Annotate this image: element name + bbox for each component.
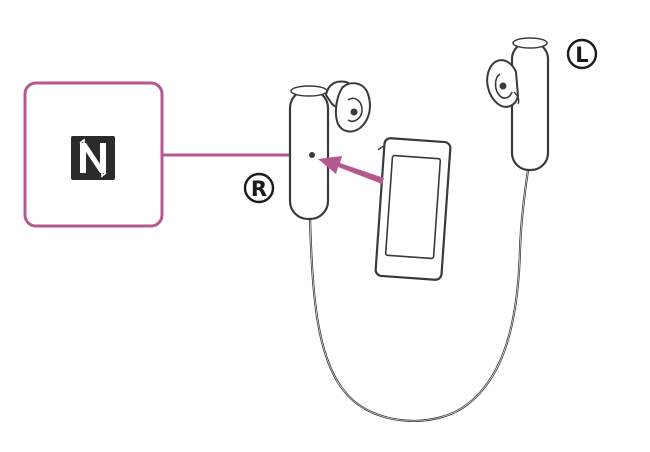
- right-side-label-text: R: [251, 177, 267, 201]
- touch-arrow: [318, 156, 384, 184]
- neckband-cable-inner: [309, 169, 529, 422]
- nfc-n-mark-icon: [71, 136, 115, 180]
- left-earpiece: [486, 59, 520, 108]
- right-earbud-unit: [288, 85, 330, 221]
- smartphone: [374, 137, 452, 281]
- right-side-label: R: [243, 172, 275, 204]
- left-side-label: L: [566, 38, 598, 70]
- nfc-touch-point: [309, 152, 315, 158]
- left-side-label-text: L: [575, 43, 588, 67]
- left-earbud-unit: [510, 37, 550, 172]
- right-earpiece: [324, 80, 371, 133]
